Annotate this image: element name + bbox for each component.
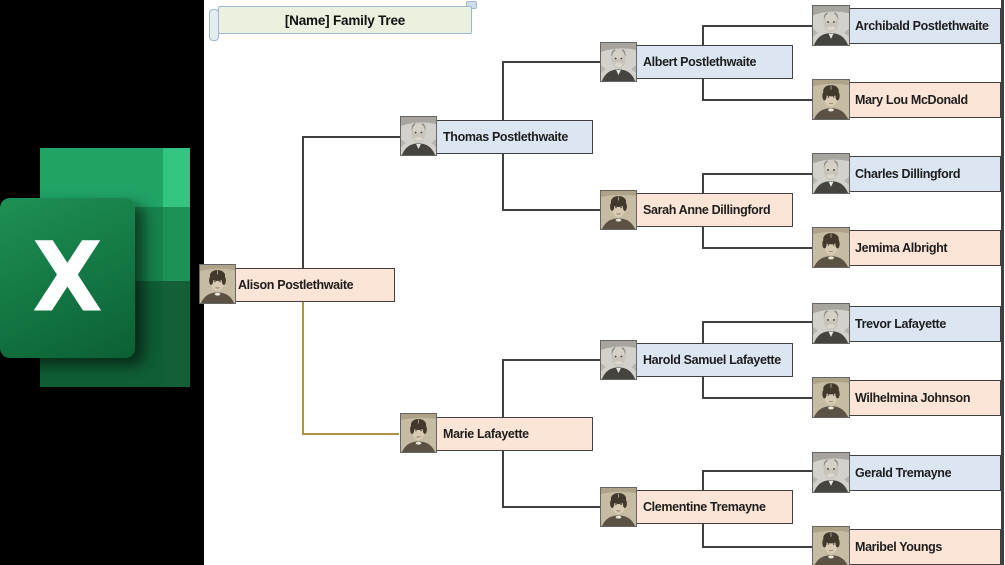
- excel-panel: X: [0, 0, 204, 565]
- portrait-male-icon: [812, 303, 850, 344]
- connector-line: [502, 359, 504, 418]
- person-box-charles[interactable]: Charles Dillingford: [848, 156, 1001, 192]
- excel-logo-icon: X: [0, 198, 135, 358]
- connector-line: [702, 25, 704, 46]
- connector-line: [502, 153, 504, 210]
- person-name: Gerald Tremayne: [855, 466, 952, 480]
- portrait-female-icon: [400, 413, 437, 453]
- person-box-maribel[interactable]: Maribel Youngs: [848, 529, 1001, 565]
- portrait-female-icon: [812, 79, 850, 120]
- portrait-female-icon: [812, 377, 850, 418]
- portrait-male-icon: [600, 42, 637, 82]
- portrait-male-icon: [812, 452, 850, 493]
- connector-line: [502, 209, 600, 211]
- connector-line-gold: [302, 433, 399, 435]
- connector-line: [502, 61, 504, 121]
- portrait-female-icon: [600, 487, 637, 527]
- person-name: Alison Postlethwaite: [238, 278, 354, 292]
- connector-line: [702, 78, 704, 100]
- person-name: Clementine Tremayne: [643, 500, 766, 514]
- connector-line: [702, 397, 812, 399]
- person-box-marylou[interactable]: Mary Lou McDonald: [848, 82, 1001, 118]
- person-box-clementine[interactable]: Clementine Tremayne: [636, 490, 793, 524]
- connector-line: [702, 247, 812, 249]
- window-right-edge: [1001, 0, 1004, 565]
- connector-line: [502, 506, 600, 508]
- connector-line: [502, 61, 600, 63]
- person-name: Mary Lou McDonald: [855, 93, 968, 107]
- person-name: Maribel Youngs: [855, 540, 943, 554]
- portrait-female-icon: [199, 264, 236, 304]
- person-name: Harold Samuel Lafayette: [643, 353, 781, 367]
- connector-line: [702, 470, 812, 472]
- person-name: Archibald Postlethwaite: [855, 19, 989, 33]
- title-banner[interactable]: [Name] Family Tree: [218, 6, 472, 34]
- portrait-female-icon: [812, 526, 850, 565]
- excel-x-letter: X: [32, 221, 103, 334]
- connector-line: [702, 226, 704, 248]
- connector-line: [702, 321, 812, 323]
- title-scroll-tab: [209, 9, 219, 41]
- person-name: Wilhelmina Johnson: [855, 391, 971, 405]
- person-box-alison[interactable]: Alison Postlethwaite: [231, 268, 395, 302]
- person-box-wilhelmina[interactable]: Wilhelmina Johnson: [848, 380, 1001, 416]
- connector-line: [702, 25, 812, 27]
- person-box-thomas[interactable]: Thomas Postlethwaite: [436, 120, 593, 154]
- person-name: Thomas Postlethwaite: [443, 130, 568, 144]
- connector-line: [502, 450, 504, 507]
- person-box-trevor[interactable]: Trevor Lafayette: [848, 306, 1001, 342]
- person-box-gerald[interactable]: Gerald Tremayne: [848, 455, 1001, 491]
- person-name: Marie Lafayette: [443, 427, 529, 441]
- person-box-marie[interactable]: Marie Lafayette: [436, 417, 593, 451]
- person-box-archibald[interactable]: Archibald Postlethwaite: [848, 8, 1001, 44]
- connector-line: [702, 321, 704, 344]
- person-box-sarah[interactable]: Sarah Anne Dillingford: [636, 193, 793, 227]
- person-box-albert[interactable]: Albert Postlethwaite: [636, 45, 793, 79]
- connector-line: [702, 99, 812, 101]
- connector-line-gold: [302, 301, 304, 434]
- portrait-male-icon: [600, 340, 637, 380]
- portrait-male-icon: [400, 116, 437, 156]
- connector-line: [702, 173, 704, 194]
- person-name: Jemima Albright: [855, 241, 948, 255]
- person-name: Sarah Anne Dillingford: [643, 203, 771, 217]
- portrait-male-icon: [812, 153, 850, 194]
- connector-line: [302, 136, 400, 138]
- connector-line: [702, 523, 704, 547]
- person-name: Trevor Lafayette: [855, 317, 946, 331]
- person-name: Albert Postlethwaite: [643, 55, 757, 69]
- person-name: Charles Dillingford: [855, 167, 961, 181]
- connector-line: [702, 173, 812, 175]
- connector-line: [702, 376, 704, 398]
- portrait-female-icon: [812, 227, 850, 268]
- page-title: [Name] Family Tree: [284, 12, 406, 28]
- connector-line: [302, 136, 304, 269]
- person-box-jemima[interactable]: Jemima Albright: [848, 230, 1001, 266]
- portrait-male-icon: [812, 5, 850, 46]
- portrait-female-icon: [600, 190, 637, 230]
- connector-line: [702, 470, 704, 491]
- connector-line: [502, 359, 600, 361]
- connector-line: [702, 546, 812, 548]
- person-box-harold[interactable]: Harold Samuel Lafayette: [636, 343, 793, 377]
